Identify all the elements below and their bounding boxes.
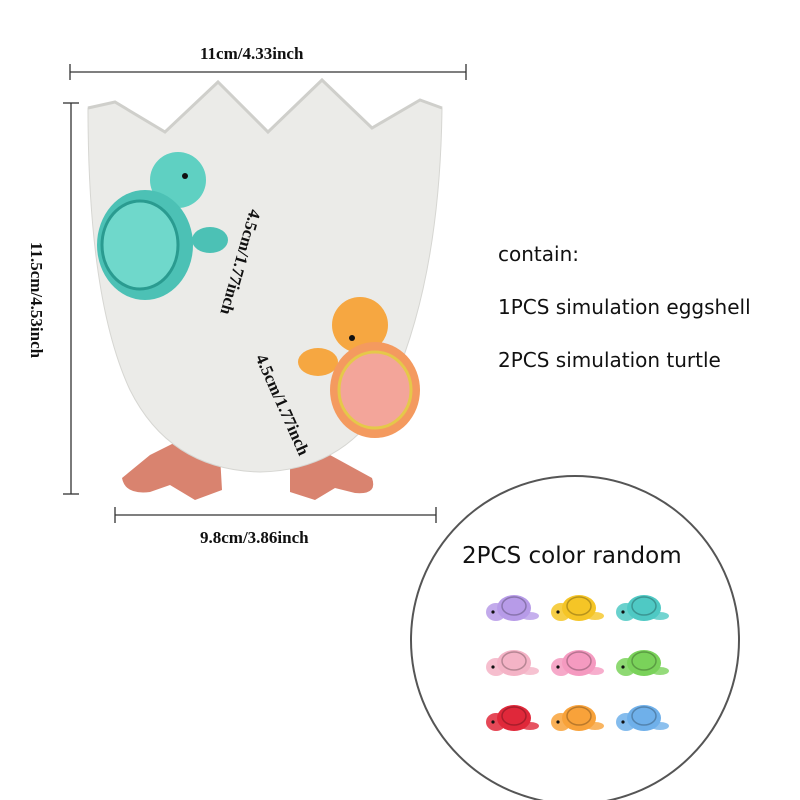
orange-turtle [298,297,420,438]
contents-heading: contain: [498,242,579,266]
top-width-label: 11cm/4.33inch [200,44,304,63]
contents-item: 2PCS simulation turtle [498,348,721,372]
color-random-title: 2PCS color random [462,543,682,569]
teal-turtle [97,152,228,300]
height-label: 11.5cm/4.53inch [27,241,46,359]
contents-item: 1PCS simulation eggshell [498,295,751,319]
color-random-circle [410,475,740,800]
bottom-width-label: 9.8cm/3.86inch [200,528,309,547]
